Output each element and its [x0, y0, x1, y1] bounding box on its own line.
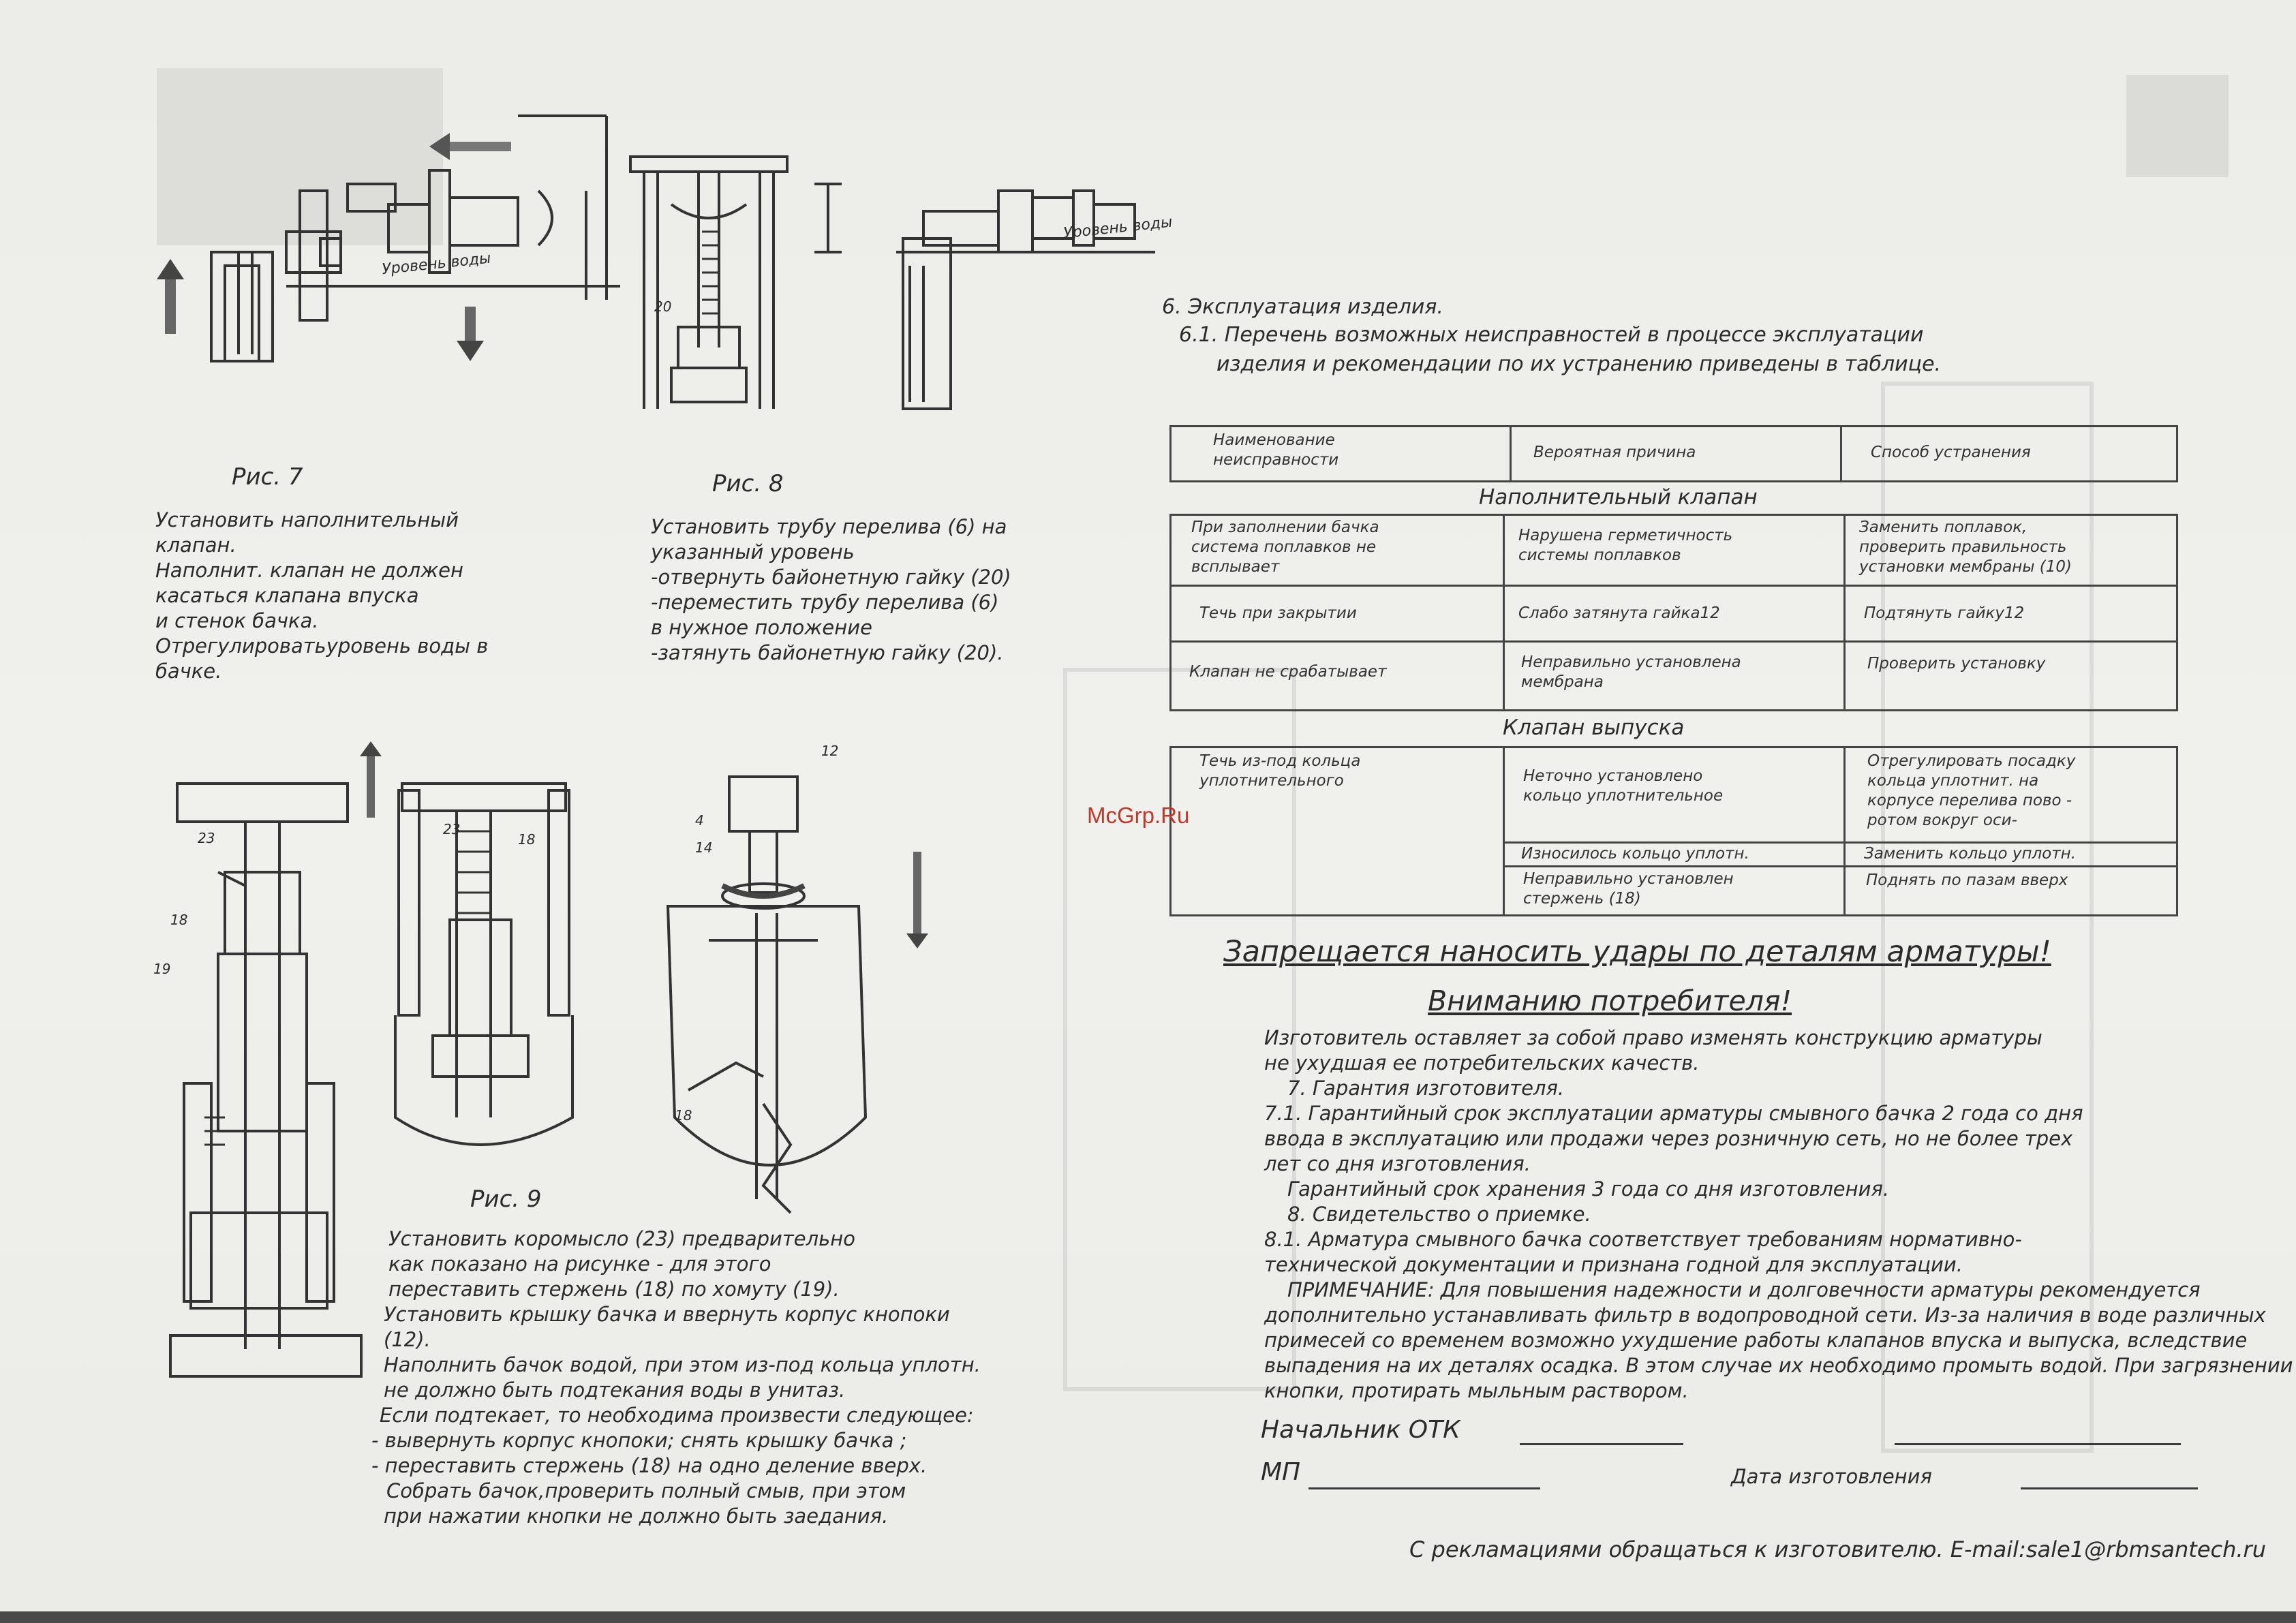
fig9-note-line: Если подтекает, то необходима произвести… — [380, 1404, 974, 1427]
fig8-note: Установить трубу перелива (6) на указанн… — [651, 515, 1011, 664]
fig9-note-line: при нажатии кнопки не должно быть заедан… — [384, 1504, 889, 1528]
fig9-callout-23: 23 — [198, 830, 215, 846]
table-row: Заменить поплавок, проверить правильност… — [1859, 519, 2072, 576]
mp-label: МП — [1261, 1458, 1301, 1486]
up-arrow-icon — [157, 259, 184, 279]
otk-signature-line — [1520, 1443, 1683, 1445]
bleed-through-block — [1881, 382, 2094, 1453]
body-line: Гарантийный срок хранения 3 года со дня … — [1287, 1177, 1890, 1201]
watermark: McGrp.Ru — [1087, 803, 1190, 828]
attention-heading: Вниманию потребителя! — [1428, 985, 1792, 1017]
otk-signature-line-2 — [1895, 1443, 2181, 1445]
fig7-note: Установить наполнительный клапан. Наполн… — [155, 508, 489, 683]
warning-banner: Запрещается наносить удары по деталям ар… — [1223, 935, 2051, 969]
rotate-arrow-icon — [721, 883, 806, 899]
section6-title: 6. Эксплуатация изделия. — [1162, 295, 1443, 319]
bleed-through-stamp — [2126, 75, 2229, 177]
table-row: Клапан не срабатывает — [1189, 663, 1387, 681]
table-row: Подтянуть гайку12 — [1864, 604, 2025, 622]
fig9-caption: Рис. 9 — [470, 1186, 542, 1213]
fig9-callout-12: 12 — [821, 743, 839, 759]
fig9-drawing — [169, 741, 928, 1378]
body-line: технической документации и признана годн… — [1264, 1253, 1963, 1276]
fig9-note-line: Установить крышку бачка и ввернуть корпу… — [384, 1303, 950, 1351]
body-line: ввода в эксплуатацию или продажи через р… — [1264, 1127, 2073, 1150]
body-line: 7. Гарантия изготовителя. — [1287, 1077, 1565, 1100]
table-row: Неправильно установлена мембрана — [1521, 653, 1741, 691]
scan-bottom-edge — [0, 1611, 2296, 1623]
date-line — [2021, 1487, 2198, 1489]
fig8-callout-20: 20 — [654, 298, 672, 315]
fig8-drawing — [629, 155, 1155, 410]
body-line: выпадения на их деталях осадка. В этом с… — [1264, 1354, 2293, 1377]
mp-signature-line — [1308, 1487, 1540, 1489]
table-row: Заменить кольцо уплотн. — [1864, 845, 2077, 863]
table-group-title: Клапан выпуска — [1503, 715, 1685, 740]
fig9-note-line: - вывернуть корпус кнопоки; снять крышку… — [371, 1429, 907, 1452]
table-header: Вероятная причина — [1533, 444, 1696, 461]
table-header: Наименование неисправности — [1213, 431, 1339, 469]
table-group1-block — [1169, 514, 2178, 711]
warranty-text: Изготовитель оставляет за собой право из… — [1264, 1025, 2293, 1404]
up-arrow-icon — [360, 741, 382, 756]
body-line: дополнительно устанавливать фильтр в вод… — [1264, 1303, 2266, 1327]
table-header-row — [1169, 425, 2178, 482]
table-row: Слабо затянута гайка12 — [1518, 604, 1720, 622]
table-header: Способ устранения — [1871, 444, 2031, 461]
table-row: Поднять по пазам вверх — [1866, 871, 2068, 889]
fig9-callout-18b: 18 — [518, 831, 536, 848]
fig9-callout-18c: 18 — [675, 1107, 692, 1124]
table-row: Неправильно установлен стержень (18) — [1523, 870, 1734, 908]
table-group2-block — [1169, 746, 2178, 916]
fig9-note: Установить коромысло (23) предварительно… — [371, 1226, 985, 1529]
fig9-note-line: Установить коромысло (23) предварительно — [388, 1227, 855, 1250]
fig9-note-line: Собрать бачок,проверить полный смыв, при… — [386, 1479, 906, 1502]
down-arrow-icon — [906, 933, 928, 948]
section6-subtitle-2: изделия и рекомендации по их устранению … — [1216, 352, 1942, 376]
body-line: кнопки, протирать мыльным раствором. — [1264, 1379, 1689, 1402]
down-arrow-icon — [457, 341, 484, 361]
fig9-note-line: Наполнить бачок водой, при этом из-под к… — [384, 1353, 981, 1376]
fig7-caption: Рис. 7 — [232, 463, 303, 491]
bleed-through-block — [1063, 668, 1296, 1391]
fig7-drawing — [157, 114, 620, 362]
fig9-callout-4: 4 — [695, 812, 704, 829]
body-line: лет со дня изготовления. — [1264, 1152, 1531, 1175]
body-line: 8. Свидетельство о приемке. — [1287, 1203, 1591, 1226]
table-group-title: Наполнительный клапан — [1479, 485, 1758, 510]
body-line: 7.1. Гарантийный срок эксплуатации армат… — [1264, 1102, 2083, 1125]
table-row: Отрегулировать посадку кольца уплотнит. … — [1867, 752, 2076, 829]
body-line: ПРИМЕЧАНИЕ: Для повышения надежности и д… — [1287, 1278, 2201, 1301]
section6-subtitle-1: 6.1. Перечень возможных неисправностей в… — [1179, 323, 1924, 347]
table-row: При заполнении бачка система поплавков н… — [1191, 519, 1379, 576]
table-row: Износилось кольцо уплотн. — [1521, 845, 1749, 863]
fig9-note-line: не должно быть подтекания воды в унитаз. — [384, 1378, 846, 1402]
table-row: Течь при закрытии — [1199, 604, 1357, 622]
fig8-caption: Рис. 8 — [712, 470, 784, 497]
body-line: 8.1. Арматура смывного бачка соответству… — [1264, 1228, 2022, 1251]
body-line: Изготовитель оставляет за собой право из… — [1264, 1026, 2042, 1049]
table-row: Течь из-под кольца уплотнительного — [1199, 752, 1361, 790]
fig9-note-line: как показано на рисунке - для этого — [388, 1252, 771, 1276]
footer-contact: С рекламациями обращаться к изготовителю… — [1409, 1536, 2266, 1562]
fig9-callout-19: 19 — [153, 961, 171, 977]
body-line: примесей со временем возможно ухудшение … — [1264, 1329, 2248, 1352]
table-row: Нарушена герметичность системы поплавков — [1518, 527, 1733, 564]
table-row: Неточно установлено кольцо уплотнительно… — [1523, 767, 1724, 805]
fig9-callout-14: 14 — [695, 839, 713, 856]
body-line: не ухудшая ее потребительских качеств. — [1264, 1051, 1700, 1075]
fig9-note-line: переставить стержень (18) по хомуту (19)… — [388, 1278, 840, 1301]
otk-label: Начальник ОТК — [1261, 1416, 1460, 1444]
left-arrow-icon — [429, 133, 450, 160]
fig9-callout-18: 18 — [170, 912, 188, 928]
table-row: Проверить установку — [1867, 655, 2046, 673]
fig9-callout-23b: 23 — [443, 821, 461, 837]
fig9-note-line: - переставить стержень (18) на одно деле… — [371, 1454, 928, 1477]
date-label: Дата изготовления — [1731, 1465, 1932, 1488]
